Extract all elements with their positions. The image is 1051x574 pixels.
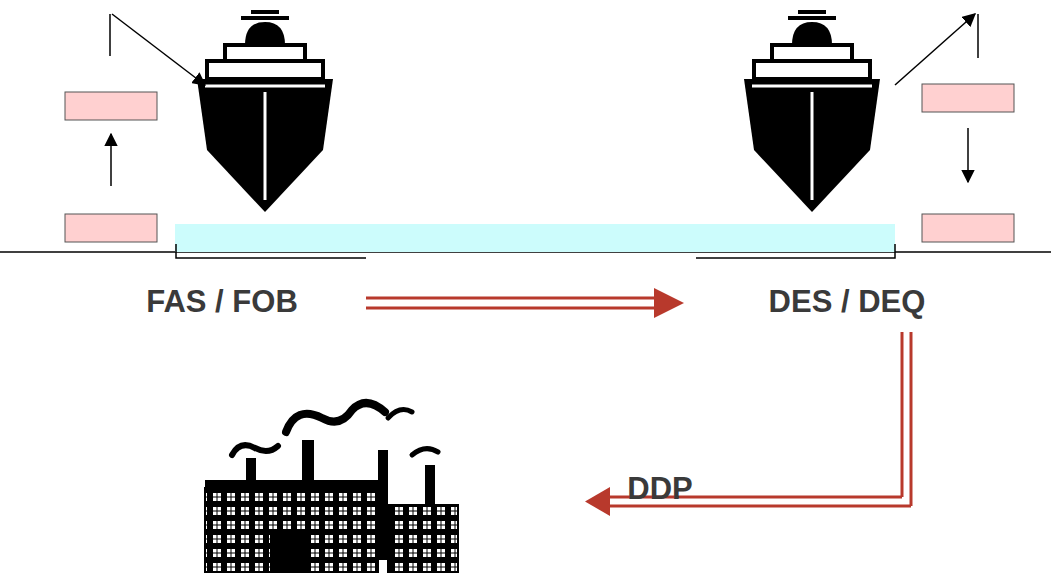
factory-icon: [205, 403, 458, 572]
bracket: [176, 244, 366, 258]
incoterm-label: DES / DEQ: [769, 286, 926, 317]
flow-arrow: [366, 298, 911, 506]
loading-arrow: [110, 14, 978, 186]
ship: [197, 10, 333, 212]
arrow-head: [585, 487, 610, 516]
cargo-box: [65, 84, 1014, 242]
water-band: [175, 224, 895, 252]
incoterm-label: DDP: [627, 473, 692, 504]
arrow-head: [654, 288, 684, 318]
bracket: [696, 244, 895, 258]
incoterm-label: FAS / FOB: [146, 286, 298, 317]
ship: [744, 10, 880, 212]
